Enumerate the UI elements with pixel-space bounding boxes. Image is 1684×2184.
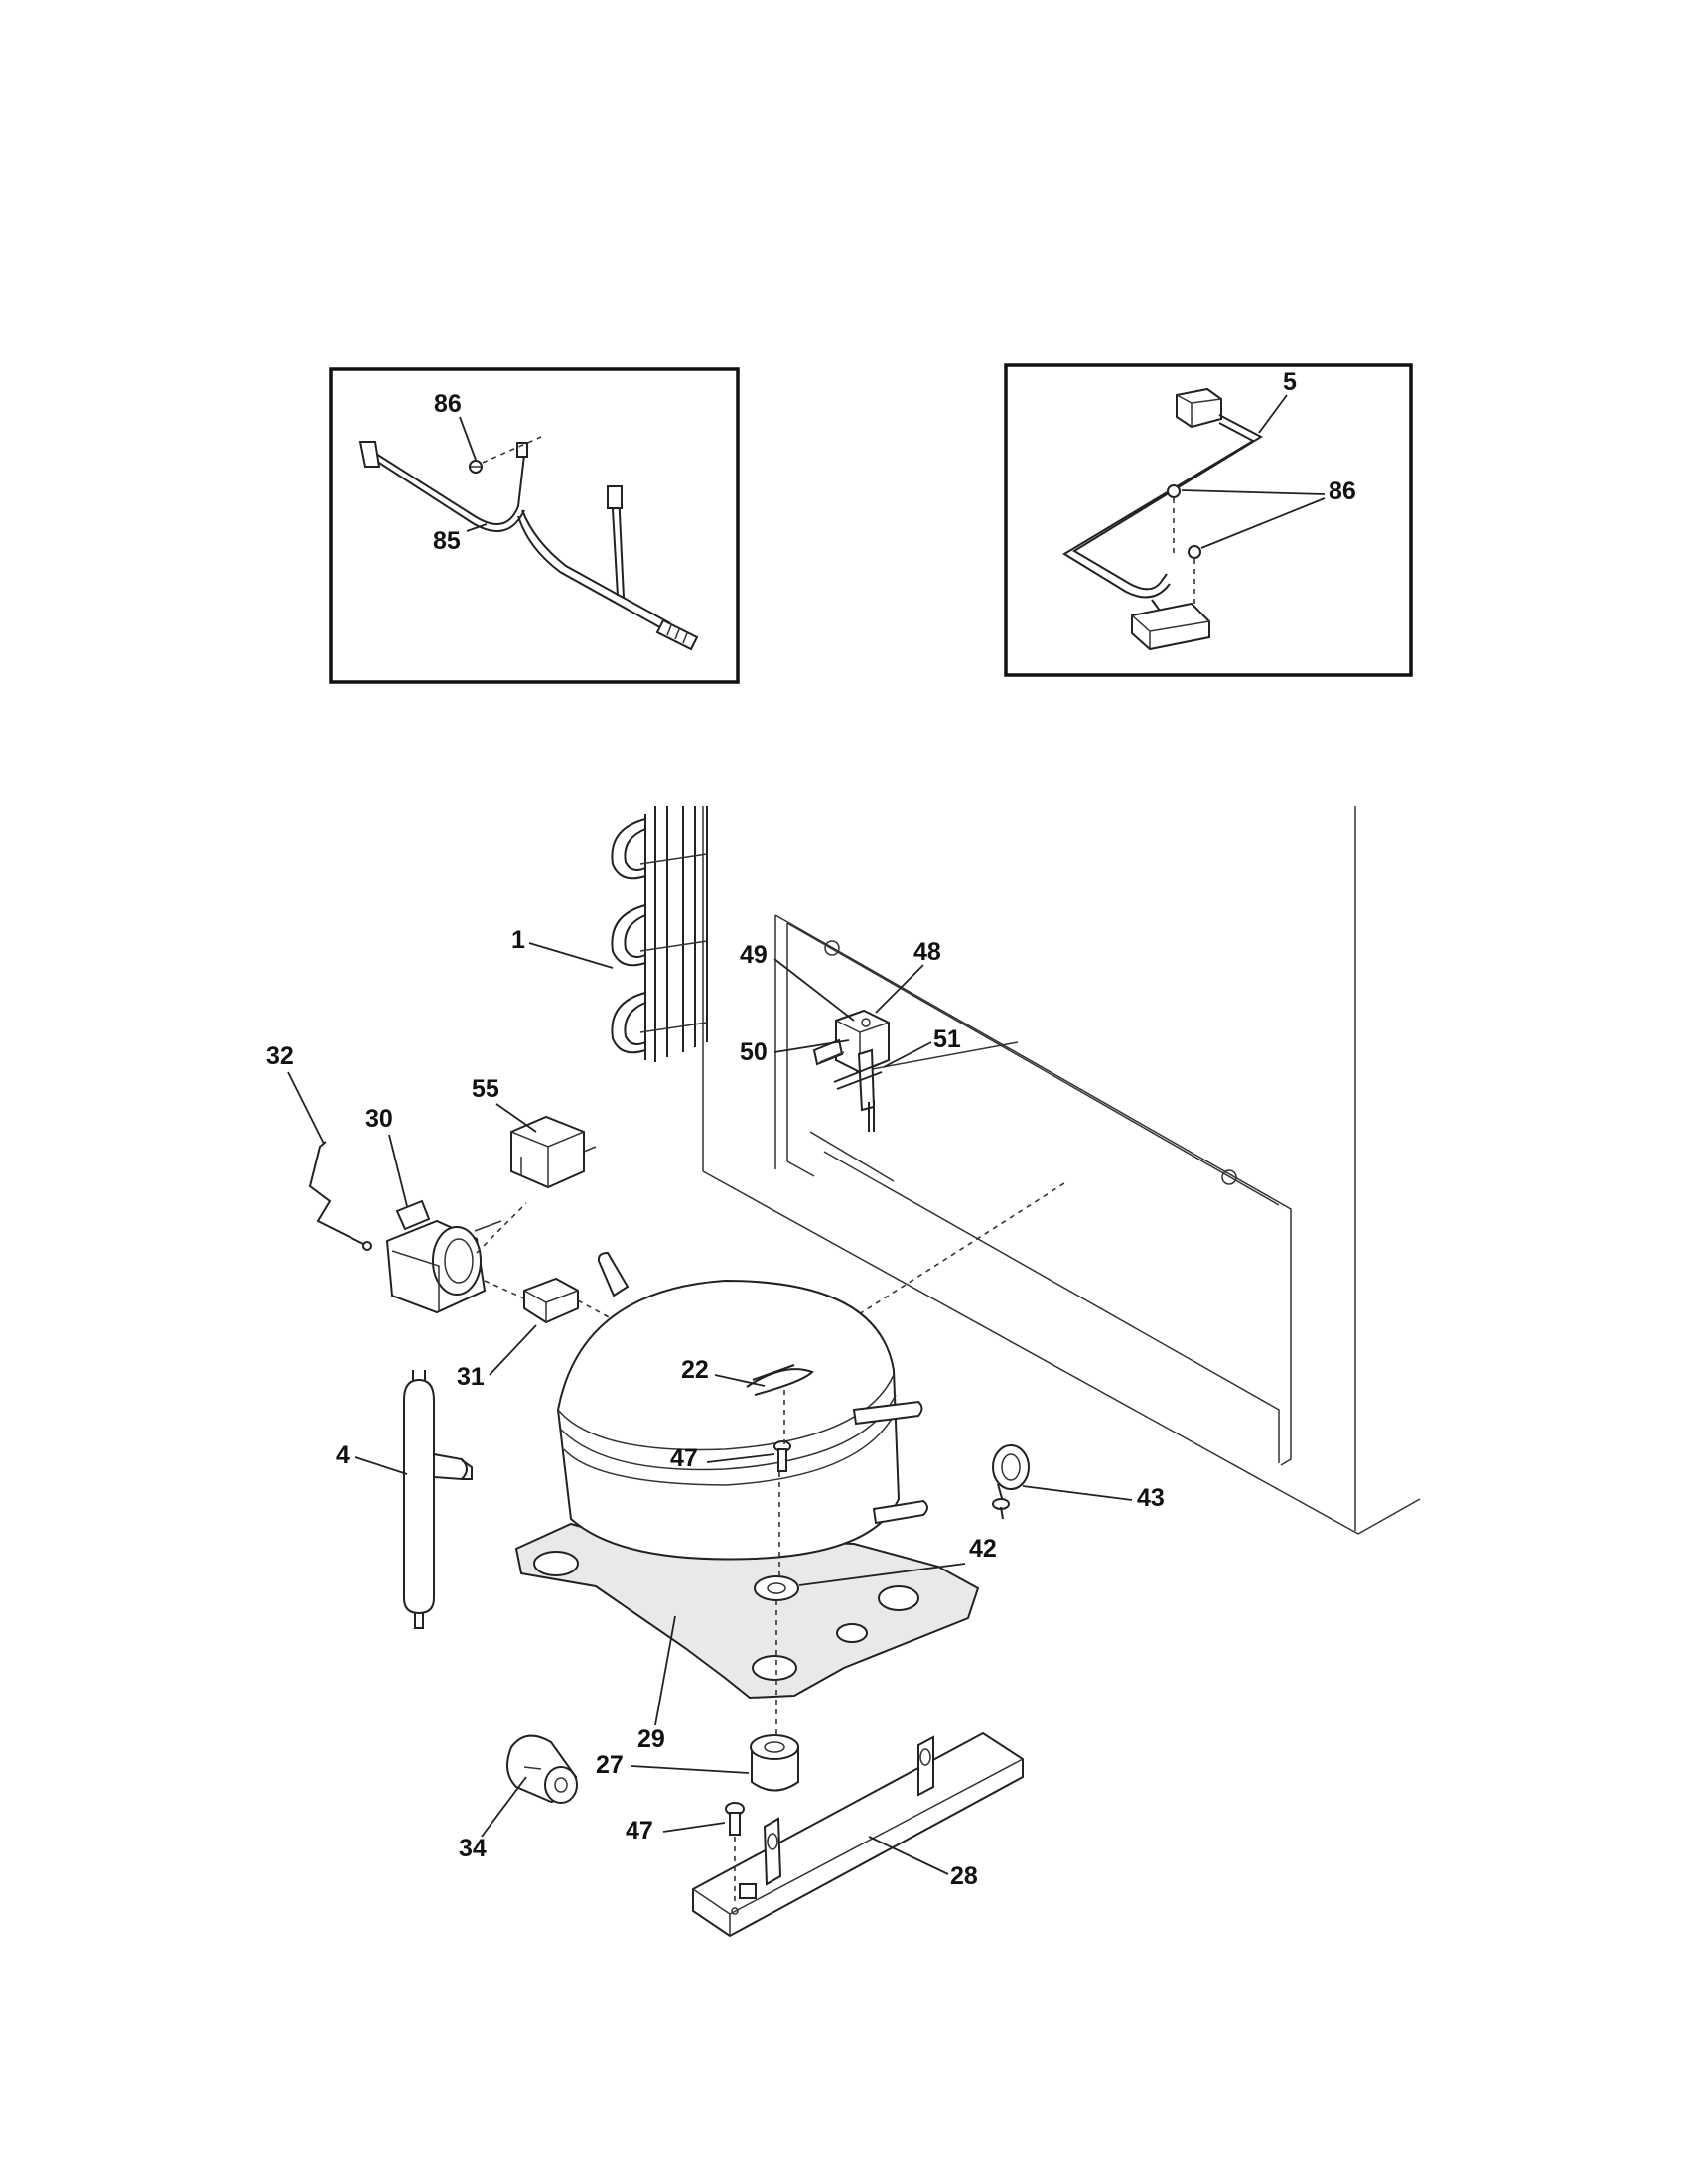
wire-bracket-32	[308, 1141, 372, 1251]
cabinet-outline	[702, 806, 1421, 1535]
overload-31	[523, 1277, 579, 1324]
callout-85: 85	[433, 527, 461, 555]
screw-86-right-a	[1167, 484, 1181, 498]
callout-49: 49	[740, 941, 768, 969]
callout-1: 1	[511, 926, 525, 954]
callout-22: 22	[681, 1356, 709, 1384]
cap-34	[506, 1734, 578, 1804]
callout-48: 48	[913, 938, 941, 966]
callout-30: 30	[365, 1105, 393, 1133]
callout-55: 55	[472, 1075, 499, 1103]
start-relay-30	[385, 1199, 502, 1314]
clip-22	[746, 1364, 814, 1396]
callout-31: 31	[457, 1363, 485, 1391]
inset-left-frame	[329, 367, 740, 684]
callout-28: 28	[950, 1862, 978, 1890]
callout-29: 29	[637, 1725, 665, 1753]
inset-right-cord: 5 86	[1004, 363, 1413, 677]
callout-27: 27	[596, 1751, 624, 1779]
screw-86-right-b	[1188, 545, 1201, 559]
screw-47-upper	[773, 1440, 791, 1472]
callout-47-upper: 47	[670, 1444, 698, 1472]
callout-86-left: 86	[434, 390, 462, 418]
condenser-coil	[611, 806, 708, 1062]
wire-harness-85	[358, 441, 699, 651]
callout-43: 43	[1137, 1484, 1165, 1512]
callout-32: 32	[266, 1042, 294, 1070]
clamp-43	[992, 1444, 1030, 1520]
callout-5: 5	[1283, 368, 1297, 396]
callout-50: 50	[740, 1038, 768, 1066]
relay-55	[510, 1115, 597, 1189]
screw-47-lower	[725, 1802, 745, 1836]
callout-34: 34	[459, 1835, 487, 1862]
callout-51: 51	[933, 1025, 961, 1053]
inset-right-frame	[1004, 363, 1413, 677]
screw-86-left	[469, 460, 483, 474]
grommet-27	[750, 1734, 799, 1792]
terminal-block	[1131, 602, 1210, 651]
callout-86-right: 86	[1329, 478, 1356, 505]
drier-4	[403, 1370, 473, 1629]
cord-5	[1062, 414, 1264, 612]
callout-47-lower: 47	[626, 1817, 653, 1844]
plug-connector	[1176, 387, 1222, 429]
inset-left-harness: 86 85	[329, 367, 740, 684]
compressor-29	[514, 1251, 980, 1700]
callout-42: 42	[969, 1535, 997, 1563]
callout-4: 4	[336, 1441, 350, 1469]
overload-relay-assembly	[812, 1009, 890, 1132]
mounting-rail-28	[692, 1731, 1024, 1938]
